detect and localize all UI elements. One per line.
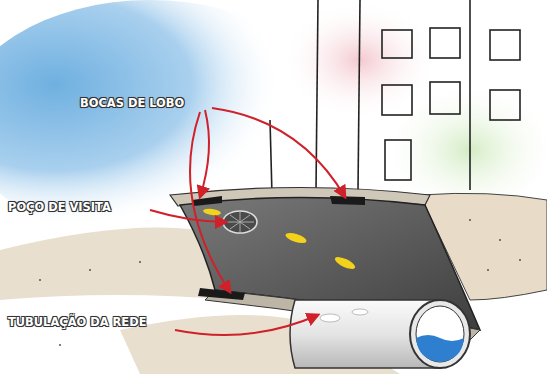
building [270,0,520,195]
manhole [223,211,257,233]
lane-dashes [203,208,357,271]
callout-label: TUBULAÇÃO DA REDE [8,314,146,329]
pipe [290,300,470,368]
storm-drains [192,196,365,300]
ground-left [0,228,230,301]
callout-label: BOCAS DE LOBO [80,95,184,110]
callout-label: POÇO DE VISITA [8,199,111,214]
leader-arrows [150,108,345,335]
